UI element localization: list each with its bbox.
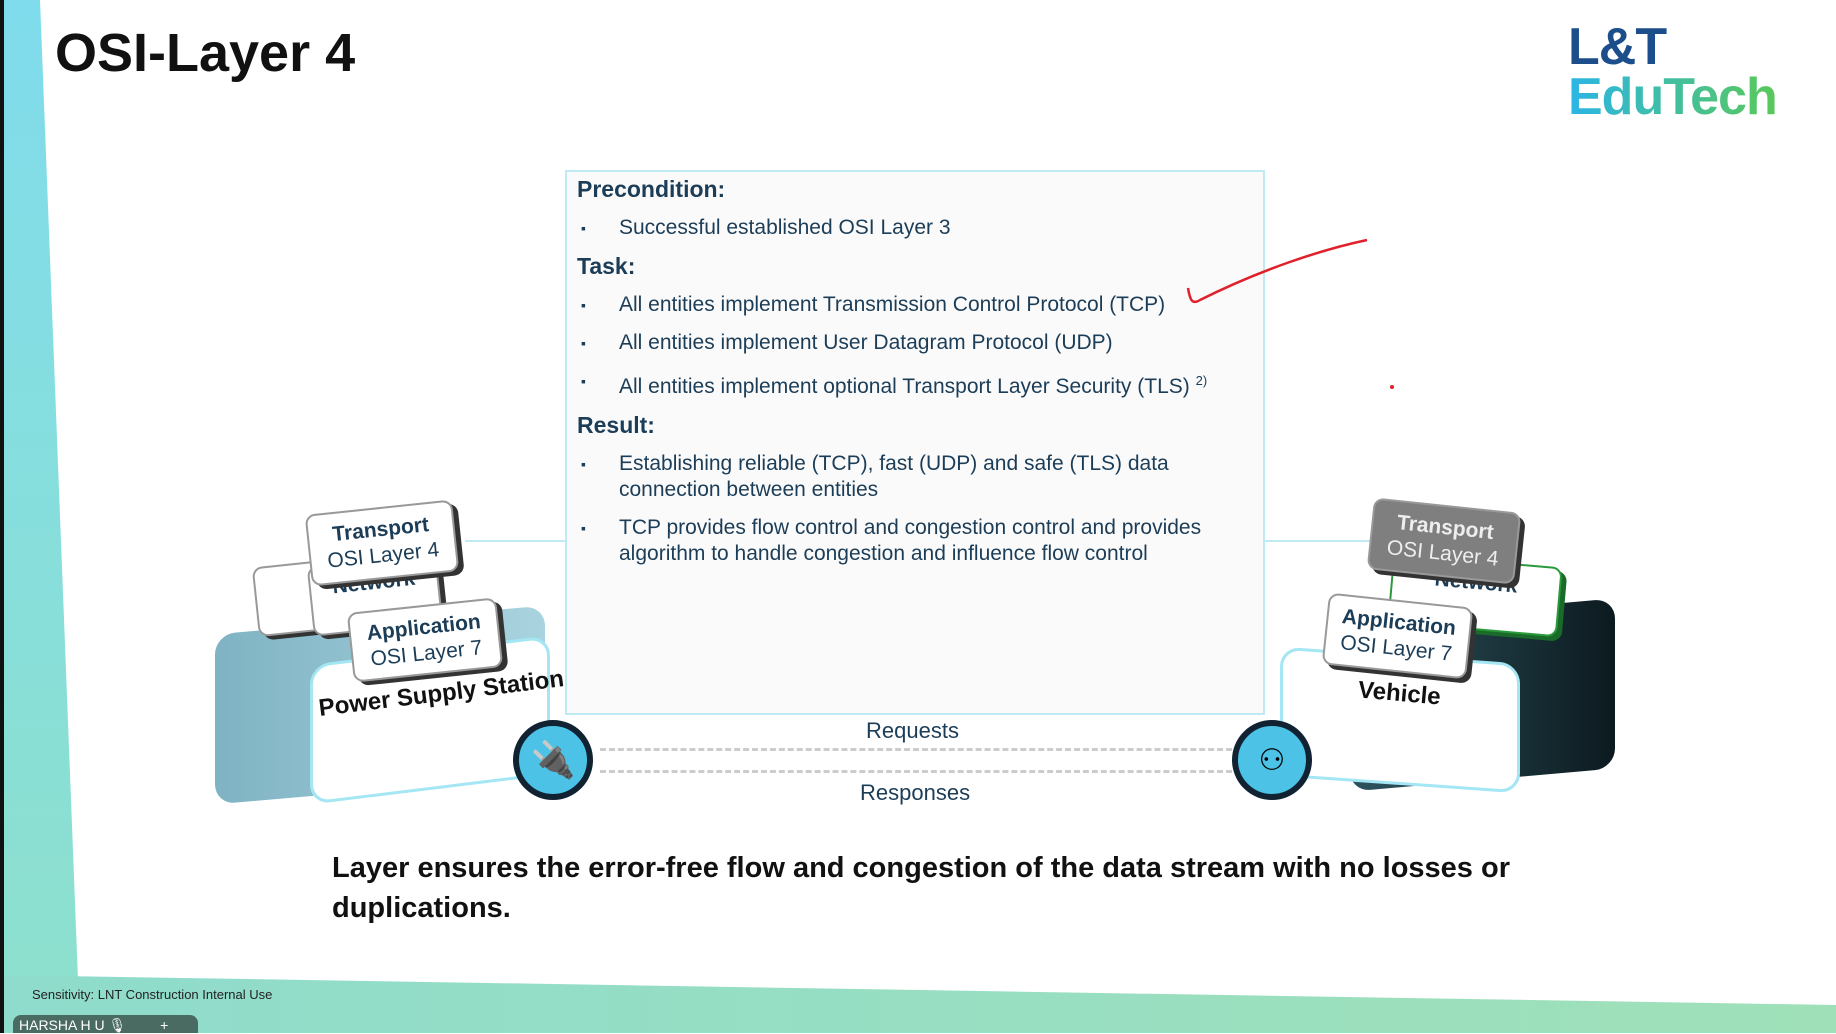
window-edge (0, 0, 4, 1033)
precondition-heading: Precondition: (577, 176, 726, 202)
bullet-icon: ▪ (581, 335, 586, 351)
list-item: ▪ Establishing reliable (TCP), fast (UDP)… (577, 451, 1253, 503)
result-heading: Result: (577, 412, 655, 438)
sensitivity-label: Sensitivity: LNT Construction Internal U… (32, 987, 273, 1002)
responses-arrow (600, 770, 1232, 773)
brand-logo: L&T EduTech (1568, 18, 1778, 126)
list-item: ▪ All entities implement optional Transpo… (577, 368, 1253, 400)
bullet-icon: ▪ (581, 220, 586, 236)
plus-icon[interactable]: + (160, 1017, 169, 1033)
charging-plug-icon: 🔌 (513, 720, 593, 800)
logo-line2: EduTech (1568, 68, 1778, 126)
bullet-icon: ▪ (581, 520, 586, 536)
item-text: All entities implement Transmission Cont… (619, 293, 1166, 316)
item-text: All entities implement optional Transpor… (619, 375, 1190, 398)
requests-label: Requests (866, 718, 959, 743)
item-text: All entities implement User Datagram Pro… (619, 331, 1113, 354)
vehicle-socket-icon: ⚇ (1232, 720, 1312, 800)
task-heading: Task: (577, 253, 636, 279)
bullet-icon: ▪ (581, 373, 586, 389)
connector-line (465, 540, 565, 542)
item-text: TCP provides flow control and congestion… (619, 516, 1202, 565)
bullet-icon: ▪ (581, 297, 586, 313)
logo-line1: L&T (1568, 18, 1667, 76)
bullet-icon: ▪ (581, 456, 586, 472)
connector-line (1265, 540, 1375, 542)
content-box: Precondition: ▪ Successful established OS… (565, 170, 1265, 715)
mic-icon: 🎙 (108, 1017, 127, 1033)
item-text: Establishing reliable (TCP), fast (UDP) … (619, 452, 1169, 501)
slide-title: OSI-Layer 4 (55, 23, 356, 83)
item-text: Successful established OSI Layer 3 (619, 216, 951, 239)
list-item: ▪ Successful established OSI Layer 3 (577, 215, 1253, 241)
list-item: ▪ All entities implement User Datagram Pr… (577, 330, 1253, 356)
participant-tag[interactable]: HARSHA H U 🎙 + (13, 1015, 198, 1033)
participant-name: HARSHA H U (19, 1017, 105, 1033)
requests-arrow (600, 748, 1232, 751)
responses-label: Responses (860, 780, 971, 805)
footnote-ref: 2) (1195, 373, 1208, 388)
list-item: ▪ All entities implement Transmission Con… (577, 292, 1253, 318)
list-item: ▪ TCP provides flow control and congestio… (577, 515, 1253, 567)
summary-text: Layer ensures the error-free flow and co… (332, 852, 1510, 924)
